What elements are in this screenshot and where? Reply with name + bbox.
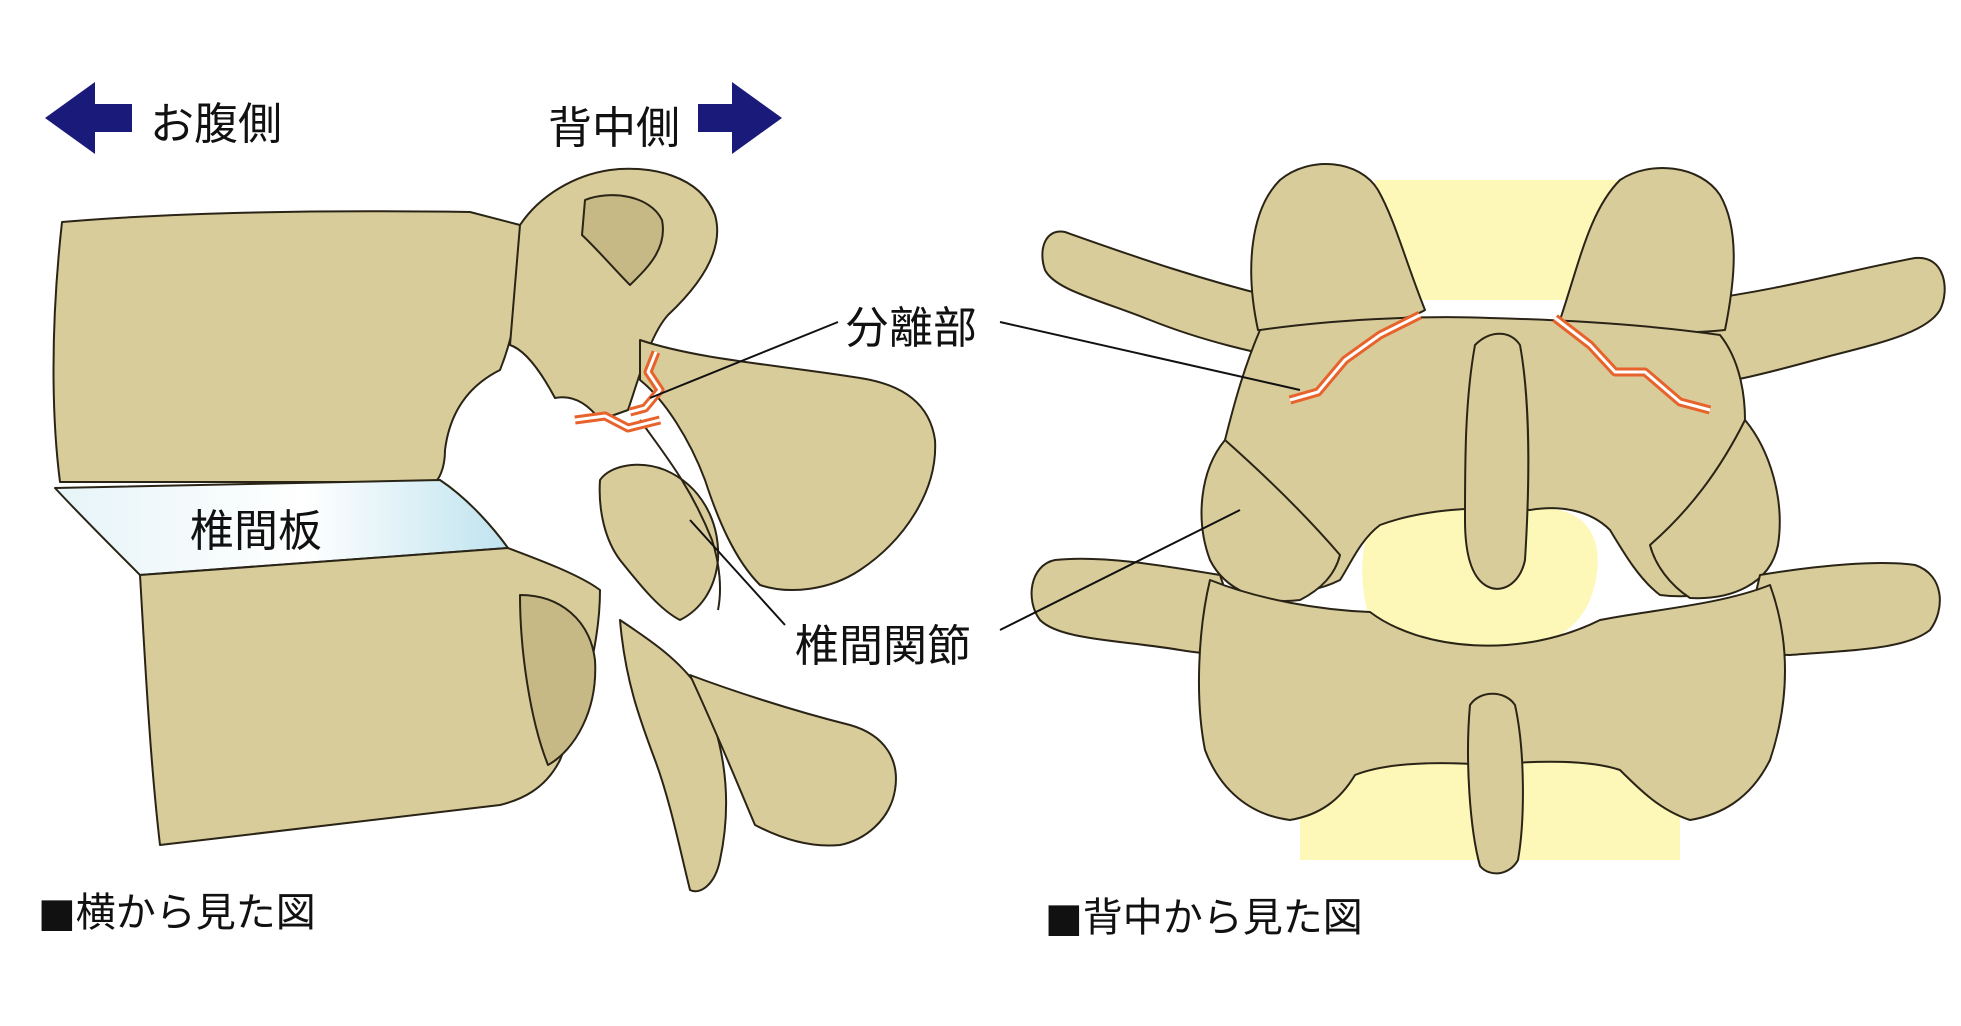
side-fracture — [574, 350, 665, 433]
lower-left-transverse-process — [1030, 557, 1246, 655]
facet-joint-label: 椎間関節 — [795, 621, 971, 672]
upper-posterior-arch — [509, 167, 719, 421]
lower-body-shadow — [519, 594, 597, 766]
ventral-arrow-icon — [45, 82, 132, 154]
back-view-caption: ■背中から見た図 — [1045, 895, 1363, 941]
upper-vertebral-body — [52, 210, 523, 483]
upper-facet-shadow — [581, 194, 664, 286]
back-view — [1030, 163, 1946, 875]
back-upper-spinous-process — [1464, 332, 1530, 590]
upper-right-transverse-process — [1689, 256, 1946, 386]
back-fractures — [1288, 310, 1712, 415]
back-lower-spinous-process — [1467, 692, 1524, 875]
lower-pedicle — [598, 463, 720, 621]
side-view — [52, 167, 937, 893]
facet-leader-right — [999, 509, 1241, 631]
ventral-side-label: お腹側 — [150, 99, 282, 150]
disc-label: 椎間板 — [190, 506, 322, 557]
right-inferior-articular-process — [1649, 419, 1781, 600]
side-view-caption: ■横から見た図 — [38, 890, 316, 936]
left-inferior-articular-process — [1200, 439, 1341, 602]
separation-leader-left — [649, 321, 839, 399]
facet-leader-left — [689, 519, 786, 626]
lower-vertebral-body — [139, 547, 601, 846]
separation-label: 分離部 — [845, 303, 977, 354]
dorsal-side-label: 背中側 — [548, 103, 680, 154]
facet-joint-line — [639, 419, 721, 611]
lower-spinous-process — [689, 674, 897, 847]
dorsal-arrow-icon — [698, 82, 782, 154]
lower-inferior-process — [619, 619, 728, 893]
separation-leader-right — [999, 321, 1301, 391]
spinal-canal — [1375, 180, 1625, 300]
upper-left-transverse-process — [1041, 230, 1301, 361]
upper-spinous-process — [639, 339, 937, 591]
leader-lines — [649, 321, 1301, 631]
